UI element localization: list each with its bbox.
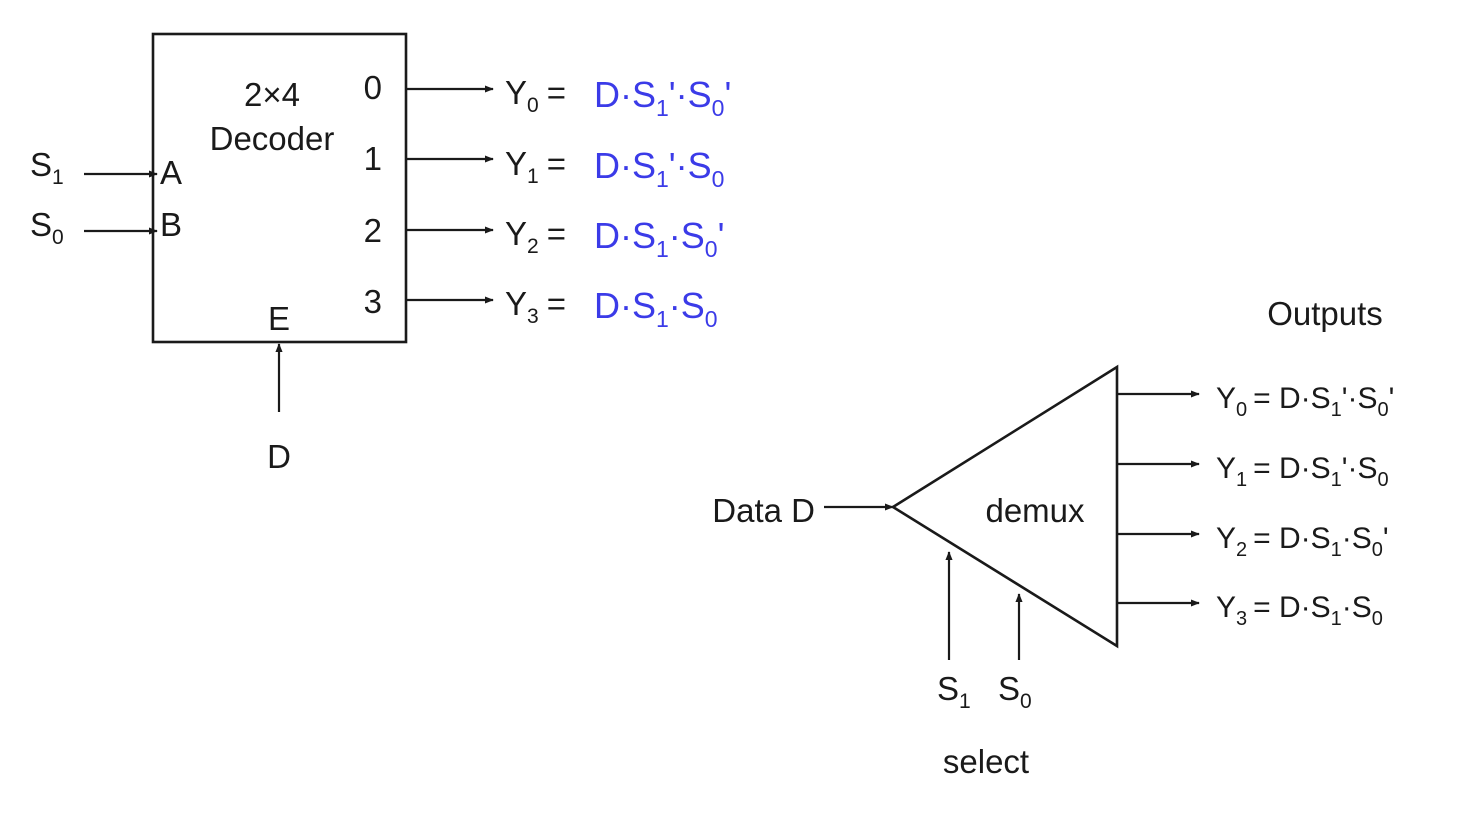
svg-text:Y3=: Y3= [505,285,566,328]
decoder-title-size: 2×4 [244,76,300,113]
decoder-equation-0: Y0= D·S1'·S0' [505,74,731,121]
decoder-output-3: 3 [364,283,382,320]
svg-text:D·S1·S0': D·S1·S0' [594,215,724,262]
svg-text:Y1=: Y1= [505,145,566,188]
decoder-equation-3: Y3= D·S1·S0 [505,285,718,332]
demux-outputs-title: Outputs [1267,295,1383,332]
decoder-box [151,32,408,344]
decoder-input-s0: S0 [30,206,64,249]
decoder-pin-e: E [268,300,290,337]
decoder-equation-2: Y2= D·S1·S0' [505,215,724,262]
demux-equation-1: Y1= D·S1'·S0 [1216,452,1389,491]
decoder-output-2: 2 [364,212,382,249]
demux-equation-2: Y2= D·S1·S0' [1216,522,1389,561]
decoder-title: Decoder [210,120,335,157]
decoder-equation-1: Y1= D·S1'·S0 [505,145,724,192]
svg-text:Y0=: Y0= [505,74,566,117]
demux-label: demux [985,492,1085,529]
svg-text:D·S1'·S0: D·S1'·S0 [594,145,724,192]
decoder-output-1: 1 [364,140,382,177]
demux-block: demux Data D Outputs S1 S0 select Y0= D·… [712,295,1394,780]
decoder-pin-a: A [160,154,182,191]
demux-select-s1: S1 [937,670,971,713]
svg-text:D·S1'·S0': D·S1'·S0' [594,74,731,121]
demux-select-label: select [943,743,1029,780]
demux-triangle [890,364,1119,649]
svg-text:Y2=: Y2= [505,215,566,258]
demux-data-input-label: Data D [712,492,815,529]
svg-text:D·S1·S0: D·S1·S0 [594,285,718,332]
decoder-pin-b: B [160,206,182,243]
demux-equation-0: Y0= D·S1'·S0' [1216,382,1394,421]
decoder-block: 2×4 Decoder A B E 0 1 2 3 S1 S0 D Y0= D·… [30,32,731,475]
decoder-input-s1: S1 [30,146,64,189]
decoder-output-0: 0 [364,69,382,106]
demux-select-s0: S0 [998,670,1032,713]
decoder-enable-input-d: D [267,438,291,475]
demux-equation-3: Y3= D·S1·S0 [1216,591,1383,630]
